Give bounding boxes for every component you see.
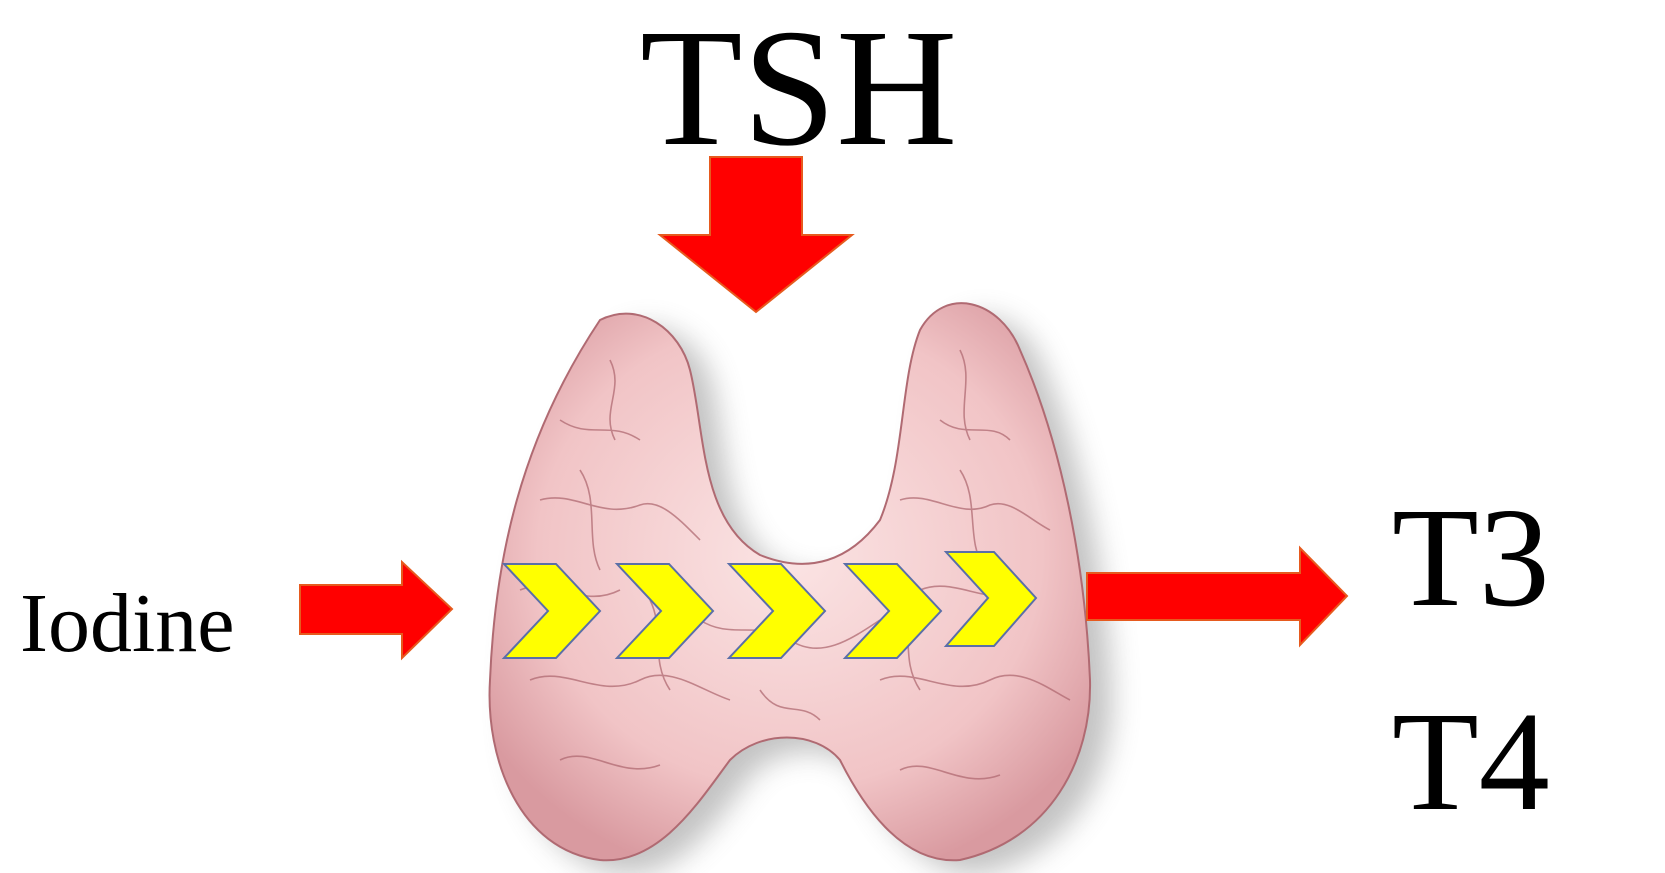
tsh-label: TSH	[640, 4, 957, 172]
iodine-arrow-right-icon	[300, 562, 452, 658]
output-arrow-right-icon	[1087, 548, 1347, 645]
iodine-label: Iodine	[20, 582, 235, 666]
t3-label: T3	[1392, 486, 1550, 628]
t4-label: T4	[1392, 690, 1550, 832]
